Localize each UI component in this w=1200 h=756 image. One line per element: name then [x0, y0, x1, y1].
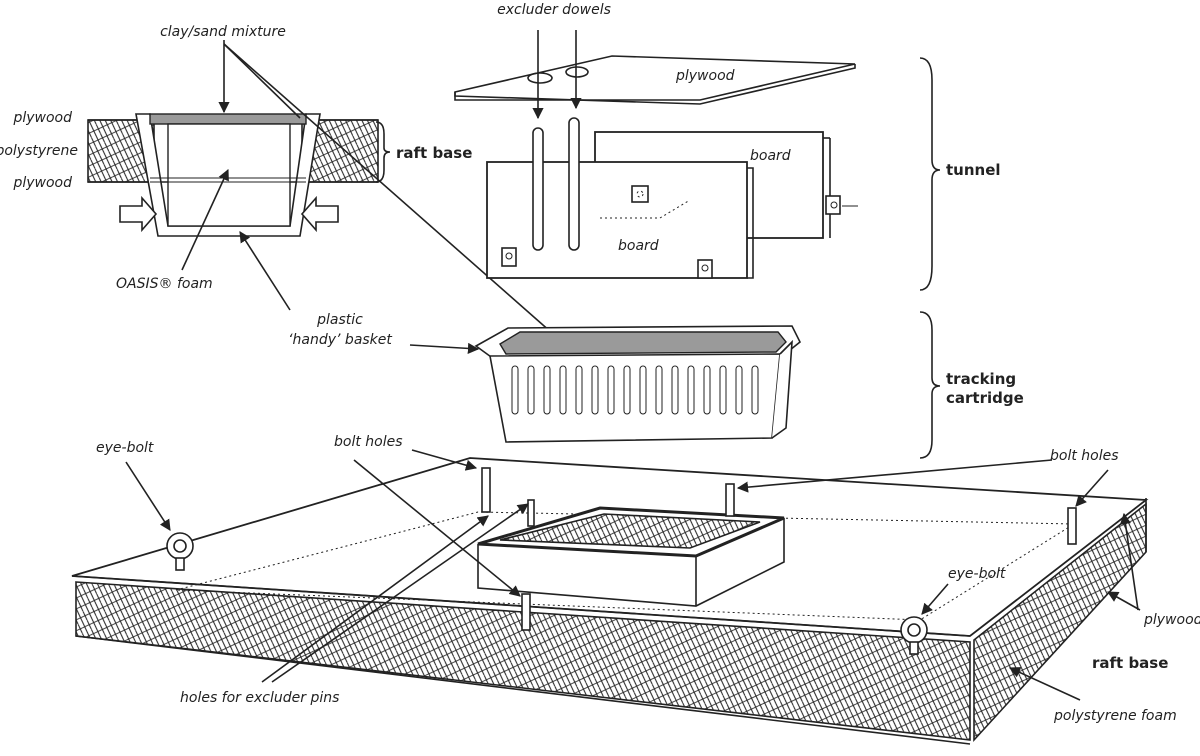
raft-base	[71, 457, 1149, 745]
board-front	[486, 161, 748, 279]
basket-sand-fill	[499, 331, 787, 355]
pressure-arrow-right	[300, 195, 339, 233]
oasis-foam-block	[167, 123, 291, 227]
label-clay-sand: clay/sand mixture	[160, 24, 286, 40]
label-eye-bolt-right: eye-bolt	[948, 566, 1006, 582]
label-plastic-1: plastic	[316, 312, 363, 328]
label-bolt-holes-left: bolt holes	[334, 434, 403, 450]
label-raft-base-top: raft base	[396, 144, 472, 162]
label-plywood-top: plywood	[675, 68, 735, 84]
label-board-front: board	[618, 238, 659, 254]
label-raft-base-bottom: raft base	[1092, 654, 1168, 672]
tunnel-brace	[919, 57, 941, 291]
label-plastic-2: ‘handy’ basket	[288, 332, 392, 348]
excluder-dowel-1	[532, 127, 544, 251]
label-oasis-foam: OASIS® foam	[116, 276, 213, 292]
label-tracking-2: cartridge	[946, 389, 1024, 407]
label-bolt-holes-right: bolt holes	[1050, 448, 1119, 464]
label-board-back: board	[750, 148, 791, 164]
tunnel-assembly	[454, 30, 941, 291]
clay-sand-layer	[149, 113, 307, 125]
label-plywood-right: plywood	[1143, 612, 1200, 628]
tracking-brace	[919, 311, 941, 459]
label-left-polystyrene: polystyrene	[0, 143, 78, 159]
eye-bolt-right-icon	[900, 616, 928, 655]
label-excluder-dowels: excluder dowels	[497, 2, 611, 18]
basket	[409, 311, 941, 459]
cross-section	[87, 113, 391, 237]
label-holes-excluder-pins: holes for excluder pins	[180, 690, 339, 706]
excluder-dowel-2	[568, 117, 580, 251]
eye-bolt-left-icon	[166, 532, 194, 571]
raft-base-brace	[375, 121, 391, 183]
raft-front-side	[75, 581, 971, 741]
label-tracking-1: tracking	[946, 370, 1016, 388]
plywood-top-panel	[454, 55, 856, 101]
label-left-plywood-1: plywood	[12, 110, 72, 126]
label-tunnel: tunnel	[946, 161, 1001, 179]
pressure-arrow-left	[119, 195, 158, 233]
label-eye-bolt-left: eye-bolt	[96, 440, 154, 456]
label-polystyrene-foam: polystyrene foam	[1053, 708, 1177, 724]
label-left-plywood-2: plywood	[12, 175, 72, 191]
basket-slots	[511, 365, 759, 415]
